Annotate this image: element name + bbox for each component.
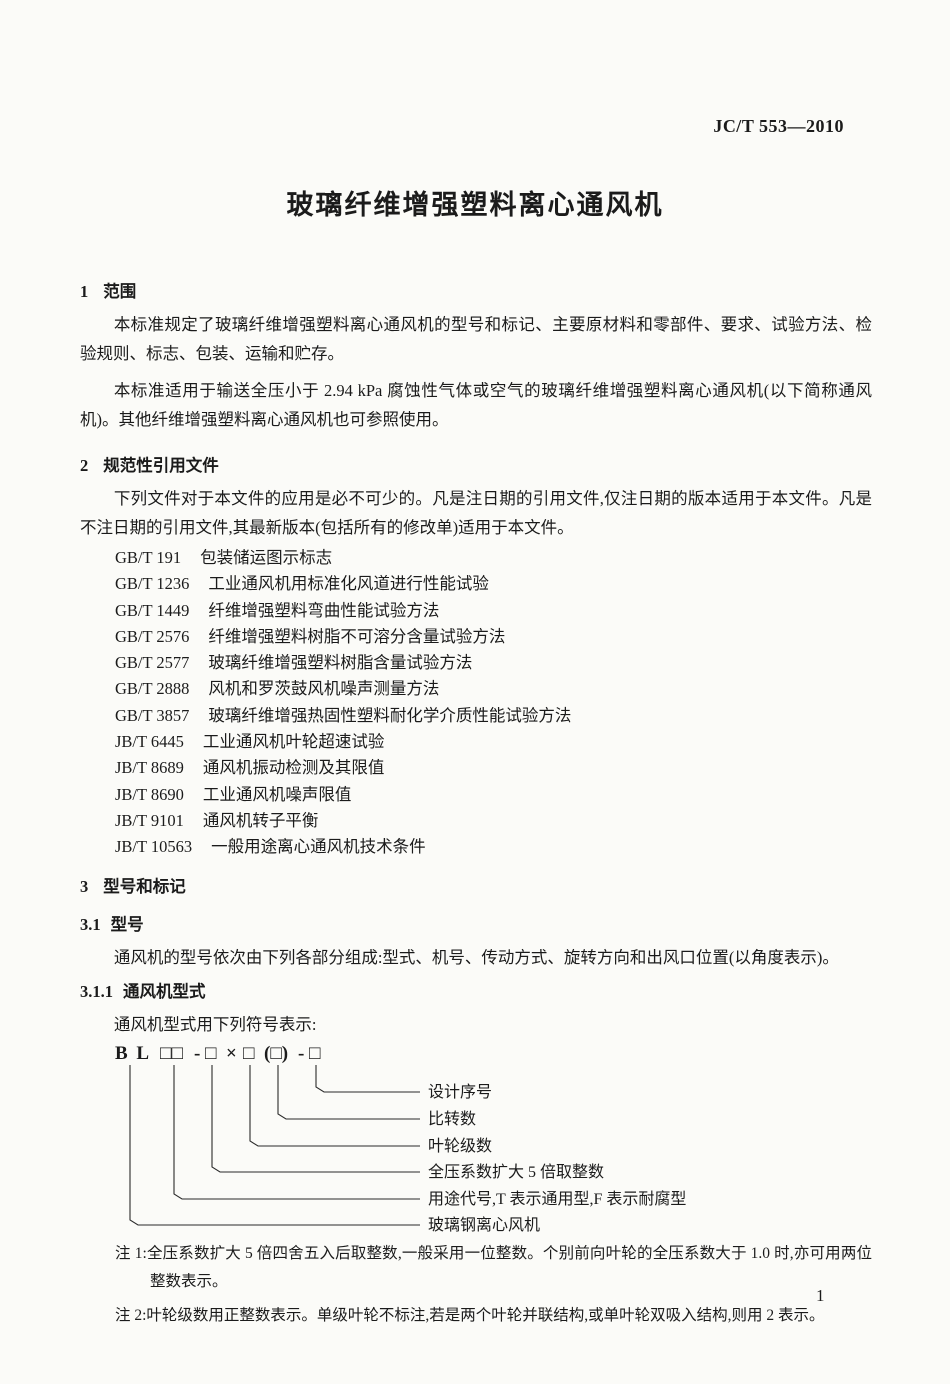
- subsection-number: 3.1.1: [80, 981, 113, 1001]
- formula-dash: -: [298, 1043, 304, 1064]
- leader-line-design-serial: [315, 1064, 420, 1093]
- leader-line-specific-speed: [277, 1064, 420, 1120]
- leader-line-impeller-stages: [249, 1064, 420, 1147]
- reference-title: 一般用途离心通风机技术条件: [211, 837, 426, 857]
- leader-line-frp-fan: [129, 1064, 420, 1226]
- document-code: JC/T 553—2010: [713, 116, 844, 136]
- reference-code: GB/T 1236: [115, 574, 190, 594]
- reference-code: GB/T 3857: [115, 705, 190, 725]
- fan-type-intro-paragraph: 通风机型式用下列符号表示:: [113, 1014, 317, 1034]
- reference-item: GB/T 1236 工业通风机用标准化风道进行性能试验: [115, 571, 872, 597]
- scope-paragraph-2: 本标准适用于输送全压小于 2.94 kPa 腐蚀性气体或空气的玻璃纤维增强塑料离…: [80, 381, 872, 429]
- formula-dash: -: [194, 1043, 200, 1064]
- reference-title: 纤维增强塑料弯曲性能试验方法: [208, 600, 440, 620]
- reference-code: GB/T 191: [115, 548, 182, 567]
- reference-title: 工业通风机噪声限值: [202, 784, 352, 804]
- model-designation-diagram: B L □□ - □ × □ (□) - □ 设计序号 比转数 叶轮级数 全压系…: [115, 1043, 686, 1234]
- leader-line-pressure-coefficient: [211, 1064, 420, 1173]
- section-number: 1: [80, 282, 89, 301]
- diagram-label-specific-speed: 比转数: [428, 1110, 476, 1128]
- reference-item: GB/T 2576 纤维增强塑料树脂不可溶分含量试验方法: [115, 624, 872, 650]
- leader-line-use-code: [173, 1064, 420, 1200]
- note-2: 注 2:叶轮级数用正整数表示。单级叶轮不标注,若是两个叶轮并联结构,或单叶轮双吸…: [115, 1306, 825, 1324]
- diagram-label-frp-fan: 玻璃钢离心风机: [428, 1216, 540, 1234]
- section-title: 型号和标记: [103, 876, 186, 896]
- reference-code: GB/T 1449: [115, 600, 190, 620]
- reference-title: 玻璃纤维增强热固性塑料耐化学介质性能试验方法: [208, 705, 572, 725]
- page-number: 1: [816, 1286, 825, 1305]
- formula-box-pressure: □: [205, 1043, 217, 1064]
- reference-item: JB/T 9101 通风机转子平衡: [115, 808, 872, 834]
- section-number: 2: [80, 456, 89, 475]
- document-body: 1 范围 本标准规定了玻璃纤维增强塑料离心通风机的型号和标记、主要原材料和零部件、…: [80, 278, 872, 1330]
- reference-title: 纤维增强塑料树脂不可溶分含量试验方法: [208, 626, 506, 646]
- reference-item: GB/T 2888 风机和罗茨鼓风机噪声测量方法: [115, 676, 872, 702]
- reference-item: GB/T 2577 玻璃纤维增强塑料树脂含量试验方法: [115, 650, 872, 676]
- subsection-heading-model: 3.1 型号: [80, 911, 872, 935]
- subsection-title: 通风机型式: [123, 981, 206, 1001]
- reference-code: JB/T 10563: [115, 837, 193, 857]
- reference-item: GB/T 1449 纤维增强塑料弯曲性能试验方法: [115, 598, 872, 624]
- section-number: 3: [80, 876, 89, 896]
- section-heading-model-and-marking: 3 型号和标记: [80, 873, 872, 897]
- note-1: 注 1:全压系数扩大 5 倍四舍五入后取整数,一般采用一位整数。个别前向叶轮的全…: [115, 1244, 872, 1291]
- references-intro-paragraph: 下列文件对于本文件的应用是必不可少的。凡是注日期的引用文件,仅注日期的版本适用于…: [80, 489, 872, 537]
- reference-item: JB/T 8690 工业通风机噪声限值: [115, 782, 872, 808]
- reference-item: JB/T 10563 一般用途离心通风机技术条件: [115, 834, 872, 860]
- subsection-title: 型号: [110, 914, 144, 934]
- scope-paragraph-1: 本标准规定了玻璃纤维增强塑料离心通风机的型号和标记、主要原材料和零部件、要求、试…: [80, 315, 872, 363]
- section-title: 范围: [103, 282, 137, 301]
- formula-prefix-bl: B L: [115, 1043, 151, 1064]
- reference-code: GB/T 2577: [115, 653, 190, 673]
- model-paragraph: 通风机的型号依次由下列各部分组成:型式、机号、传动方式、旋转方向和出风口位置(以…: [113, 947, 839, 967]
- reference-title: 通风机振动检测及其限值: [202, 758, 385, 778]
- reference-code: GB/T 2576: [115, 626, 190, 646]
- reference-code: JB/T 8690: [115, 784, 184, 804]
- page-title: 玻璃纤维增强塑料离心通风机: [286, 190, 664, 220]
- reference-title: 工业通风机叶轮超速试验: [202, 732, 385, 752]
- leader-lines: [129, 1064, 420, 1226]
- reference-title: 工业通风机用标准化风道进行性能试验: [208, 574, 489, 594]
- reference-code: JB/T 9101: [115, 810, 184, 830]
- subsection-heading-fan-type: 3.1.1 通风机型式: [80, 978, 872, 1002]
- diagram-label-design-serial: 设计序号: [428, 1083, 492, 1101]
- reference-title: 通风机转子平衡: [202, 810, 319, 830]
- diagram-labels: 设计序号 比转数 叶轮级数 全压系数扩大 5 倍取整数 用途代号,T 表示通用型…: [428, 1083, 686, 1234]
- reference-code: GB/T 2888: [115, 679, 190, 699]
- reference-code: JB/T 6445: [115, 732, 184, 752]
- section-title: 规范性引用文件: [103, 456, 219, 475]
- reference-item: GB/T 3857 玻璃纤维增强热固性塑料耐化学介质性能试验方法: [115, 703, 872, 729]
- formula-box-pair: □□: [160, 1043, 183, 1064]
- diagram-label-impeller-stages: 叶轮级数: [428, 1137, 492, 1155]
- reference-title: 风机和罗茨鼓风机噪声测量方法: [208, 679, 440, 699]
- formula-box-design-serial: □: [309, 1043, 321, 1064]
- reference-item: JB/T 6445 工业通风机叶轮超速试验: [115, 729, 872, 755]
- reference-title: 玻璃纤维增强塑料树脂含量试验方法: [208, 653, 473, 673]
- reference-list: GB/T 191 包装储运图示标志 GB/T 1236 工业通风机用标准化风道进行性…: [115, 545, 872, 861]
- formula-times-sign: ×: [226, 1043, 237, 1064]
- subsection-number: 3.1: [80, 914, 101, 934]
- reference-title: 包装储运图示标志: [200, 548, 333, 567]
- diagram-label-pressure-coefficient: 全压系数扩大 5 倍取整数: [428, 1163, 604, 1181]
- reference-item: GB/T 191 包装储运图示标志: [115, 545, 872, 571]
- model-formula: B L □□ - □ × □ (□) - □: [115, 1043, 321, 1064]
- reference-code: JB/T 8689: [115, 758, 184, 778]
- formula-box-specific-speed: (□): [264, 1043, 288, 1064]
- diagram-label-use-code: 用途代号,T 表示通用型,F 表示耐腐型: [428, 1190, 686, 1208]
- section-heading-normative-references: 2 规范性引用文件: [80, 452, 872, 476]
- section-heading-scope: 1 范围: [80, 278, 872, 302]
- formula-box-stage: □: [243, 1043, 255, 1064]
- reference-item: JB/T 8689 通风机振动检测及其限值: [115, 755, 872, 781]
